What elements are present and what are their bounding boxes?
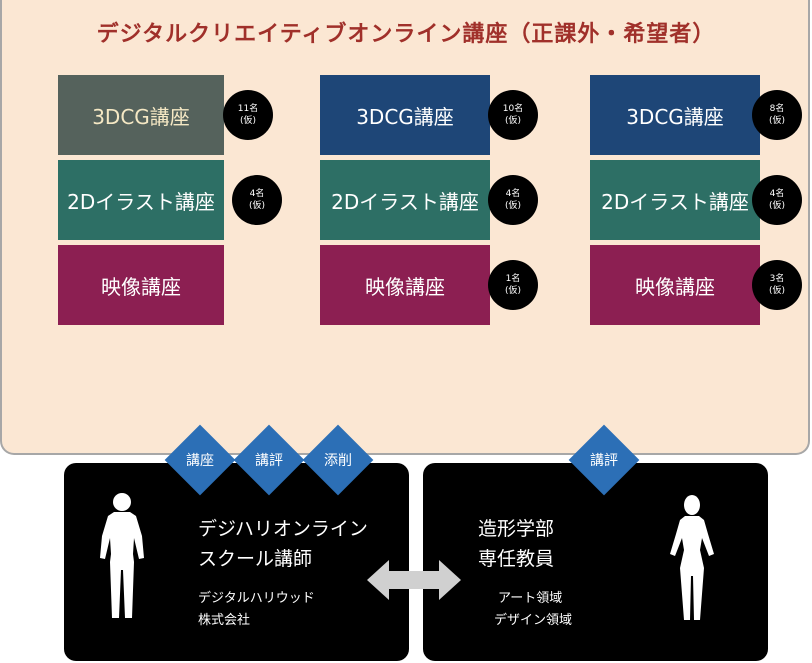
course-video-col1: 映像講座: [58, 245, 224, 325]
tag-label: 添削: [324, 453, 352, 469]
instructor-name-line2: スクール講師: [198, 548, 313, 570]
course-2d-col1: 2Dイラスト講座: [58, 160, 224, 240]
course-label: 2Dイラスト講座: [331, 189, 479, 214]
count-badge: 4名 (仮): [232, 175, 282, 225]
course-label: 3DCG講座: [356, 104, 454, 129]
tag-correction: 添削: [302, 424, 374, 496]
badge-note: (仮): [768, 116, 786, 126]
male-person-icon: [100, 493, 144, 618]
course-label: 映像講座: [635, 274, 715, 299]
count-badge: 11名 (仮): [223, 90, 273, 140]
badge-note: (仮): [504, 201, 522, 211]
badge-note: (仮): [248, 201, 266, 211]
tag-label: 講評: [590, 453, 618, 469]
instructor-name-line1: デジハリオンライン: [198, 518, 368, 540]
course-video-col2: 映像講座: [320, 245, 490, 325]
tag-review-faculty: 講評: [568, 424, 640, 496]
tag-label: 講座: [186, 453, 214, 469]
badge-count: 3名: [769, 274, 785, 284]
count-badge: 4名 (仮): [488, 175, 538, 225]
tag-label: 講評: [255, 453, 283, 469]
double-arrow-icon: [367, 560, 461, 600]
course-2d-col3: 2Dイラスト講座: [590, 160, 760, 240]
badge-count: 4名: [505, 189, 521, 199]
course-2d-col2: 2Dイラスト講座: [320, 160, 490, 240]
course-label: 2Dイラスト講座: [601, 189, 749, 214]
faculty-name-line2: 専任教員: [478, 548, 555, 570]
count-badge: 1名 (仮): [488, 260, 538, 310]
tag-review: 講評: [233, 424, 305, 496]
badge-count: 11名: [237, 104, 259, 114]
course-label: 2Dイラスト講座: [67, 189, 215, 214]
badge-count: 10名: [502, 104, 524, 114]
badge-note: (仮): [239, 116, 257, 126]
instructor-org-line2: 株式会社: [198, 613, 251, 628]
course-3dcg-col2: 3DCG講座: [320, 75, 490, 155]
course-3dcg-col3: 3DCG講座: [590, 75, 760, 155]
count-badge: 8名 (仮): [752, 90, 802, 140]
female-person-icon: [670, 495, 714, 620]
badge-count: 4名: [249, 189, 265, 199]
course-video-col3: 映像講座: [590, 245, 760, 325]
faculty-name-line1: 造形学部: [478, 518, 555, 540]
badge-note: (仮): [504, 116, 522, 126]
course-label: 映像講座: [365, 274, 445, 299]
faculty-box: [423, 463, 768, 661]
course-label: 3DCG講座: [92, 104, 190, 129]
faculty-field-line1: アート領域: [498, 591, 563, 606]
badge-count: 8名: [769, 104, 785, 114]
badge-note: (仮): [768, 201, 786, 211]
count-badge: 3名 (仮): [752, 260, 802, 310]
badge-note: (仮): [768, 286, 786, 296]
badge-note: (仮): [504, 286, 522, 296]
course-label: 3DCG講座: [626, 104, 724, 129]
tag-lecture: 講座: [164, 424, 236, 496]
count-badge: 10名 (仮): [488, 90, 538, 140]
badge-count: 4名: [769, 189, 785, 199]
instructor-org-line1: デジタルハリウッド: [198, 591, 315, 606]
panel-title: デジタルクリエイティブオンライン講座（正課外・希望者）: [96, 22, 716, 47]
course-label: 映像講座: [101, 274, 181, 299]
course-3dcg-col1: 3DCG講座: [58, 75, 224, 155]
faculty-field-line2: デザイン領域: [494, 613, 573, 628]
badge-count: 1名: [505, 274, 521, 284]
count-badge: 4名 (仮): [752, 175, 802, 225]
